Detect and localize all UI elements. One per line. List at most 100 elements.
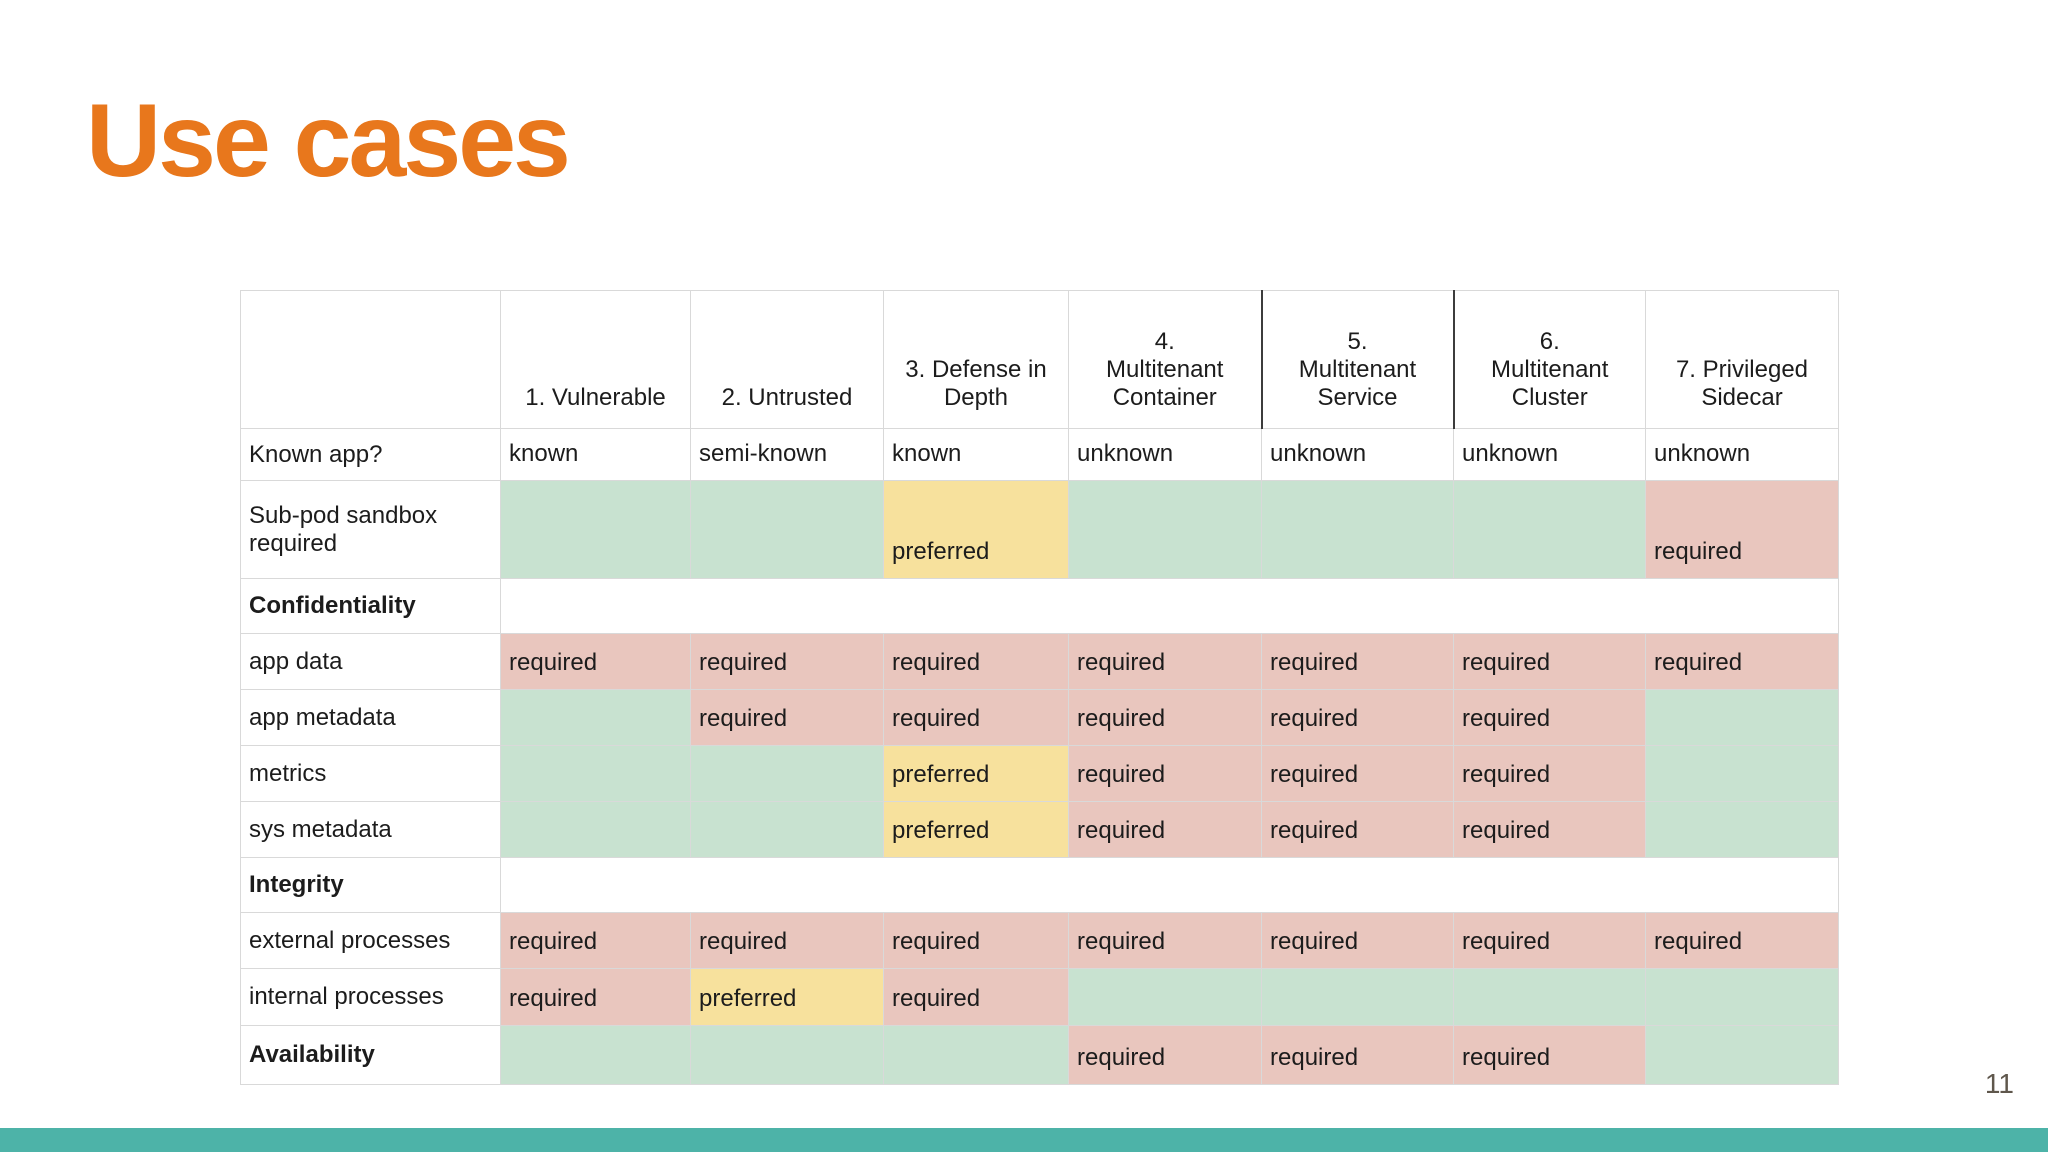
table-cell: required (1068, 1025, 1262, 1085)
row-label: Integrity (240, 857, 501, 913)
table-cell: known (500, 428, 691, 481)
table-cell (1261, 480, 1454, 579)
table-cell: preferred (883, 745, 1069, 802)
table-cell (1068, 968, 1262, 1026)
column-header (240, 290, 501, 429)
table-cell: required (1453, 745, 1646, 802)
table-row: Sub-pod sandbox required preferred require… (240, 480, 1839, 579)
table-cell (1645, 801, 1839, 858)
table-cell: required (500, 912, 691, 969)
section-spacer-cell (500, 857, 1839, 913)
table-cell: unknown (1261, 428, 1454, 481)
column-header: 1. Vulnerable (500, 290, 691, 429)
row-label: external processes (240, 912, 501, 969)
row-label: app data (240, 633, 501, 690)
table-cell: required (883, 968, 1069, 1026)
table-cell (500, 689, 691, 746)
table-cell: required (1645, 912, 1839, 969)
table-cell: unknown (1068, 428, 1262, 481)
slide-title: Use cases (86, 83, 571, 199)
column-header: 3. Defense in Depth (883, 290, 1069, 429)
table-cell: required (1068, 912, 1262, 969)
table-cell: known (883, 428, 1069, 481)
row-label: internal processes (240, 968, 501, 1026)
table-cell: required (1261, 912, 1454, 969)
table-cell: required (500, 633, 691, 690)
column-header: 7. Privileged Sidecar (1645, 290, 1839, 429)
table-cell (1645, 689, 1839, 746)
table-cell: required (1645, 480, 1839, 579)
table-cell: required (1261, 1025, 1454, 1085)
row-label: metrics (240, 745, 501, 802)
column-header: 6. Multitenant Cluster (1452, 290, 1646, 429)
table-cell: required (1645, 633, 1839, 690)
table-cell (690, 1025, 884, 1085)
table-cell: required (500, 968, 691, 1026)
row-label: sys metadata (240, 801, 501, 858)
table-cell: required (690, 689, 884, 746)
table-cell: required (1261, 745, 1454, 802)
table-cell (690, 745, 884, 802)
table-cell: required (1068, 801, 1262, 858)
table-cell (690, 801, 884, 858)
row-label: Confidentiality (240, 578, 501, 634)
table-cell (500, 801, 691, 858)
row-label: Availability (240, 1025, 501, 1085)
section-spacer-cell (500, 578, 1839, 634)
table-cell: required (1453, 633, 1646, 690)
table-cell: required (1068, 745, 1262, 802)
table-cell: required (883, 912, 1069, 969)
table-cell: unknown (1453, 428, 1646, 481)
row-label: Sub-pod sandbox required (240, 480, 501, 579)
table-cell (1645, 745, 1839, 802)
table-cell (500, 745, 691, 802)
page-number: 11 (1984, 1068, 2014, 1099)
row-label: app metadata (240, 689, 501, 746)
table-cell (1261, 968, 1454, 1026)
table-cell: required (1453, 912, 1646, 969)
table-cell: required (1261, 633, 1454, 690)
table-cell (1453, 480, 1646, 579)
column-header: 4. Multitenant Container (1068, 290, 1262, 429)
table-cell: required (1261, 689, 1454, 746)
table-cell: required (690, 912, 884, 969)
table-cell: preferred (883, 801, 1069, 858)
table-cell (500, 1025, 691, 1085)
table-cell: required (883, 633, 1069, 690)
table-cell: required (1261, 801, 1454, 858)
table-cell: unknown (1645, 428, 1839, 481)
table-cell (1068, 480, 1262, 579)
column-header: 2. Untrusted (690, 290, 884, 429)
table-cell: preferred (883, 480, 1069, 579)
table-cell: required (883, 689, 1069, 746)
table-cell: semi-known (690, 428, 884, 481)
column-header: 5. Multitenant Service (1260, 290, 1454, 429)
row-label: Known app? (240, 428, 501, 481)
table-cell (1453, 968, 1646, 1026)
footer-bar (0, 1128, 2048, 1152)
table-cell: preferred (690, 968, 884, 1026)
table-cell (500, 480, 691, 579)
table-cell: required (1068, 633, 1262, 690)
table-cell (1645, 968, 1839, 1026)
table-cell (883, 1025, 1069, 1085)
table-cell (1645, 1025, 1839, 1085)
table-cell: required (1453, 689, 1646, 746)
table-cell: required (1068, 689, 1262, 746)
table-cell: required (1453, 1025, 1646, 1085)
table-cell: required (1453, 801, 1646, 858)
table-row: Confidentiality (240, 578, 1839, 634)
table-cell (690, 480, 884, 579)
